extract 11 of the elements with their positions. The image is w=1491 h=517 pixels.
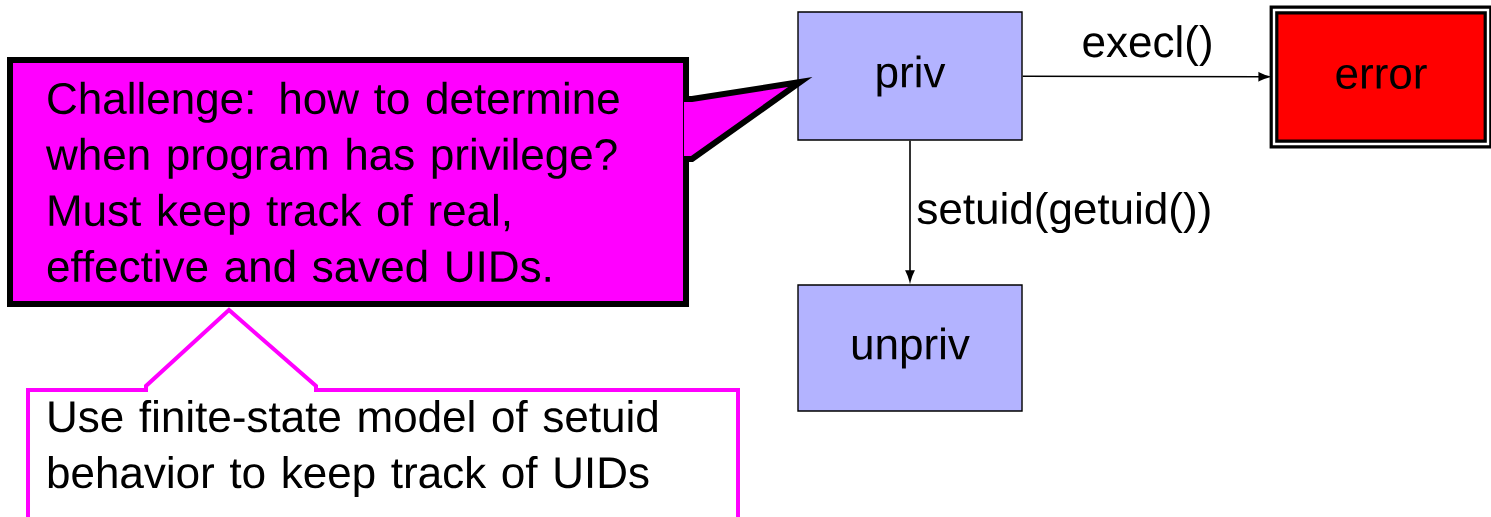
callout-box: Challenge: how to determine when program has privilege? Must keep track of real, effective and saved UIDs. xyxy=(7,57,689,307)
state-box: unpriv xyxy=(797,284,1023,412)
error-state-box: error xyxy=(1269,5,1491,149)
state-box: priv xyxy=(797,11,1023,141)
edge-label: execl() xyxy=(1079,23,1216,69)
edge-label: setuid(getuid()) xyxy=(914,190,1215,235)
arrow xyxy=(905,139,915,282)
arrow xyxy=(1021,72,1270,82)
callout-pointer xyxy=(681,77,813,162)
note-callout: Use finite-state model of setuid behavior to keep track of UIDs xyxy=(26,388,740,517)
callout-pointer xyxy=(144,307,318,394)
